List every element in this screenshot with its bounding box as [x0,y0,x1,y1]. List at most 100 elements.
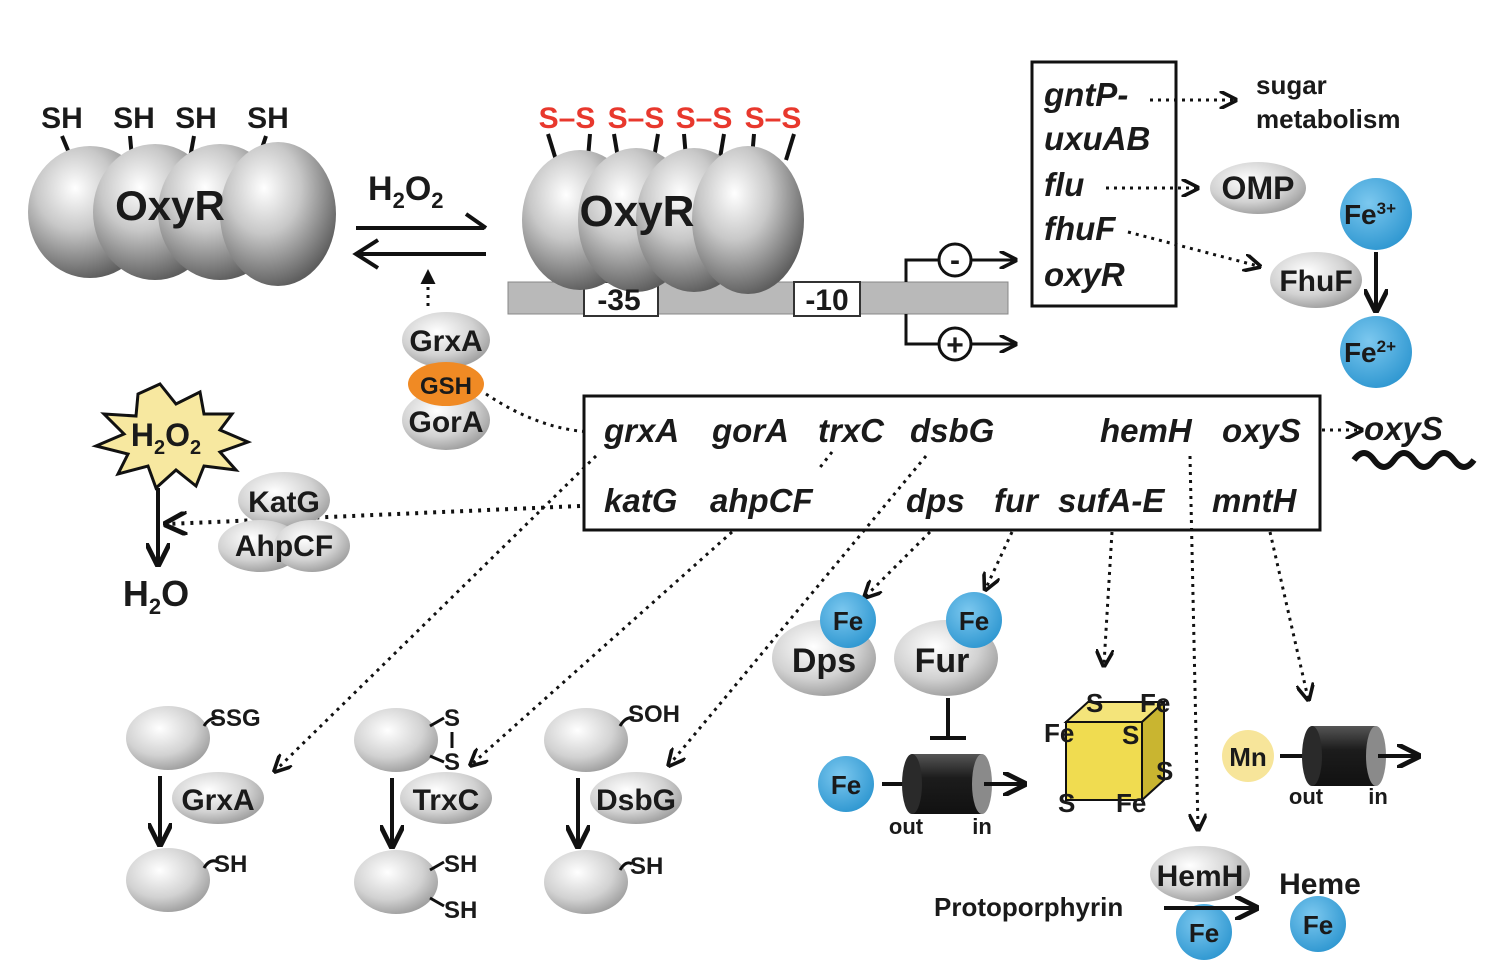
disulfide-label: S–S [608,102,665,135]
svg-text:S: S [1156,756,1173,786]
svg-text:S: S [1086,688,1103,718]
promoter-dna: -10 [507,281,1009,317]
svg-text:Fe: Fe [1303,910,1333,940]
trxc-enzyme [400,772,492,824]
fe2-ion [1340,316,1412,388]
grxa-label: GrxA [409,325,482,358]
fhuf-protein [1270,252,1362,308]
substrate-protein [544,708,628,772]
oxyr-subunit [692,146,804,294]
svg-text:SH: SH [444,851,477,878]
gsh-molecule [408,362,484,406]
repressed-genes-box: gntP- uxuAB flu fhuF oxyR [1030,60,1178,308]
fe-ion [1176,904,1232,960]
gene-gora: gorA [711,412,789,449]
minus10-box [793,281,861,317]
peroxide-detox: H2O2 KatG AhpCF H2O [91,382,581,619]
svg-text:SSG: SSG [210,705,261,732]
heme-label: Heme [1279,868,1361,901]
svg-text:Fur: Fur [915,642,970,680]
svg-text:Dps: Dps [792,642,856,680]
ahpf-subunit [274,520,350,572]
oxys-label: oxyS [1364,410,1443,447]
metabolism-label: metabolism [1256,104,1401,134]
sugar-label: sugar [1256,70,1327,100]
sh-label: SH [113,102,155,135]
disulfide-label: S–S [539,102,596,135]
svg-text:Mn: Mn [1229,742,1267,772]
h2o2-burst-label: H2O2 [131,417,201,459]
oxyr-subunit [220,142,336,286]
gene-gntp: gntP- [1043,76,1128,113]
svg-text:S: S [1122,720,1139,750]
grxa-enzyme [172,772,264,824]
svg-text:-: - [950,244,960,277]
gene-hemh: hemH [1100,412,1193,449]
svg-text:Fe: Fe [1116,788,1146,818]
gene-grxa: grxA [603,412,679,449]
svg-text:Fe: Fe [833,606,863,636]
svg-text:in: in [972,814,992,839]
gora-label: GorA [409,406,484,439]
gene-ahpcf: ahpCF [710,482,814,519]
repressed-links [1106,100,1258,266]
repression-symbol [937,242,973,278]
substrate-protein [126,706,210,770]
svg-text:S: S [444,705,460,732]
svg-text:SH: SH [630,853,663,880]
gene-uxuab: uxuAB [1044,120,1150,157]
svg-text:SOH: SOH [628,701,680,728]
fe-transporter: Fe out in [818,754,1022,839]
gene-oxys: oxyS [1222,412,1301,449]
fe-ion [946,592,1002,648]
gene-oxyr: oxyR [1044,256,1125,293]
h2o2-burst [91,382,253,491]
dsbg-system: SOH DsbG SH [544,701,682,914]
gene-fhuf: fhuF [1044,210,1116,247]
protoporphyrin-label: Protoporphyrin [934,892,1123,922]
svg-text:in: in [1368,784,1388,809]
fe3-ion [1340,178,1412,250]
activated-links [276,451,1308,828]
svg-text:SH: SH [444,897,477,924]
glutathione-system: GrxA GSH GorA [402,312,593,450]
disulfide-label: S–S [676,102,733,135]
svg-text:out: out [1289,784,1324,809]
reduced-protein [544,850,628,914]
svg-text:Fe: Fe [831,770,861,800]
svg-text:GrxA: GrxA [181,784,254,817]
svg-text:Fe3+: Fe3+ [1344,199,1396,230]
svg-text:Fe: Fe [959,606,989,636]
grxa-protein [402,312,490,368]
gene-mnth: mntH [1212,482,1297,519]
katg-label: KatG [248,486,320,519]
disulfide-label: S–S [745,102,802,135]
fe-ion [818,756,874,812]
dsbg-enzyme [590,772,682,824]
sh-label: SH [247,102,289,135]
mn-transporter: Mn out in [1222,726,1416,809]
sh-label: SH [175,102,217,135]
gene-dsbg: dsbG [910,412,994,449]
substrate-protein [354,708,438,772]
svg-text:Fe2+: Fe2+ [1344,337,1396,368]
minus35-label: -35 [597,284,640,317]
svg-text:SH: SH [214,851,247,878]
iron-reduction: Fe3+ Fe2+ [1340,178,1412,388]
mn-ion [1222,730,1274,782]
katg-protein [238,472,330,528]
svg-text:Fe: Fe [1140,688,1170,718]
activation-symbol [937,326,973,362]
rna-squiggle [1351,450,1477,470]
oxyr-oxidized-label: OxyR [580,187,695,236]
ahpcf-label: AhpCF [235,530,333,563]
oxyr-oxidized-tetramer: OxyR S–S S–S S–S S–S -35 [522,102,804,317]
svg-text:+: + [946,329,964,362]
svg-text:TrxC: TrxC [413,784,480,817]
water-label: H2O [123,573,189,619]
gene-fur: fur [994,482,1040,519]
regulation-arrows: - + [904,242,1014,362]
svg-text:Fe: Fe [1189,918,1219,948]
